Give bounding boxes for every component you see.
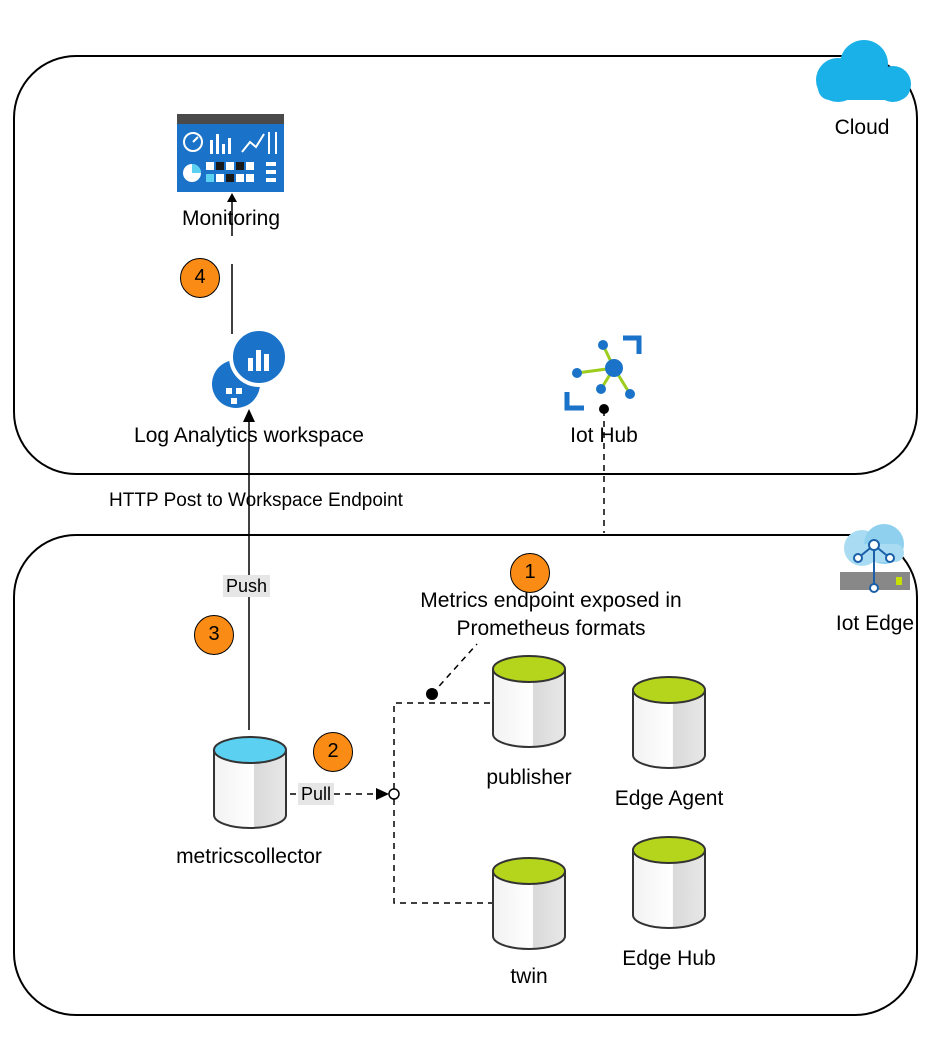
publisher-cylinder — [492, 655, 566, 748]
http-post-label: HTTP Post to Workspace Endpoint — [109, 490, 403, 511]
cloud-zone-label: Cloud — [834, 116, 890, 139]
metrics-note-line2: Prometheus formats — [456, 617, 646, 640]
twin-cylinder — [492, 857, 566, 950]
metrics-note-line1: Metrics endpoint exposed in — [420, 589, 682, 612]
monitoring-label: Monitoring — [181, 207, 281, 230]
connector-publisher — [393, 702, 493, 789]
arrowhead-push — [243, 409, 255, 422]
push-label: Push — [223, 575, 271, 597]
step-badge-2: 2 — [313, 732, 353, 772]
cloud-icon — [816, 40, 911, 102]
connector-dot-iothub — [599, 404, 609, 414]
iot-edge-zone-label: Iot Edge — [835, 612, 915, 635]
iot-edge-zone — [13, 534, 918, 1016]
connector-junction — [388, 788, 400, 800]
edge-agent-cylinder — [632, 676, 706, 769]
iot-edge-icon — [840, 524, 910, 593]
log-analytics-label: Log Analytics workspace — [134, 424, 364, 447]
connector-twin — [393, 799, 493, 904]
iot-hub-icon — [564, 335, 642, 411]
arrowhead-pull — [376, 788, 389, 800]
monitoring-dashboard-icon — [177, 114, 284, 192]
step-badge-3: 3 — [194, 615, 234, 655]
twin-label: twin — [510, 965, 548, 988]
cloud-zone — [13, 55, 918, 475]
pull-label: Pull — [298, 783, 335, 805]
connector-dot-metrics — [426, 688, 438, 700]
metricscollector-label: metricscollector — [176, 845, 322, 868]
connector-metrics-note — [431, 643, 478, 695]
edge-hub-label: Edge Hub — [622, 947, 716, 970]
iot-hub-label: Iot Hub — [570, 424, 638, 447]
edge-hub-cylinder — [632, 836, 706, 929]
step-badge-1: 1 — [510, 553, 550, 593]
metricscollector-cylinder — [213, 736, 287, 829]
step-badge-4: 4 — [180, 258, 220, 298]
edge-agent-label: Edge Agent — [614, 787, 724, 810]
log-analytics-icon — [212, 327, 289, 408]
publisher-label: publisher — [486, 766, 572, 789]
arrowhead-monitoring — [227, 193, 237, 202]
